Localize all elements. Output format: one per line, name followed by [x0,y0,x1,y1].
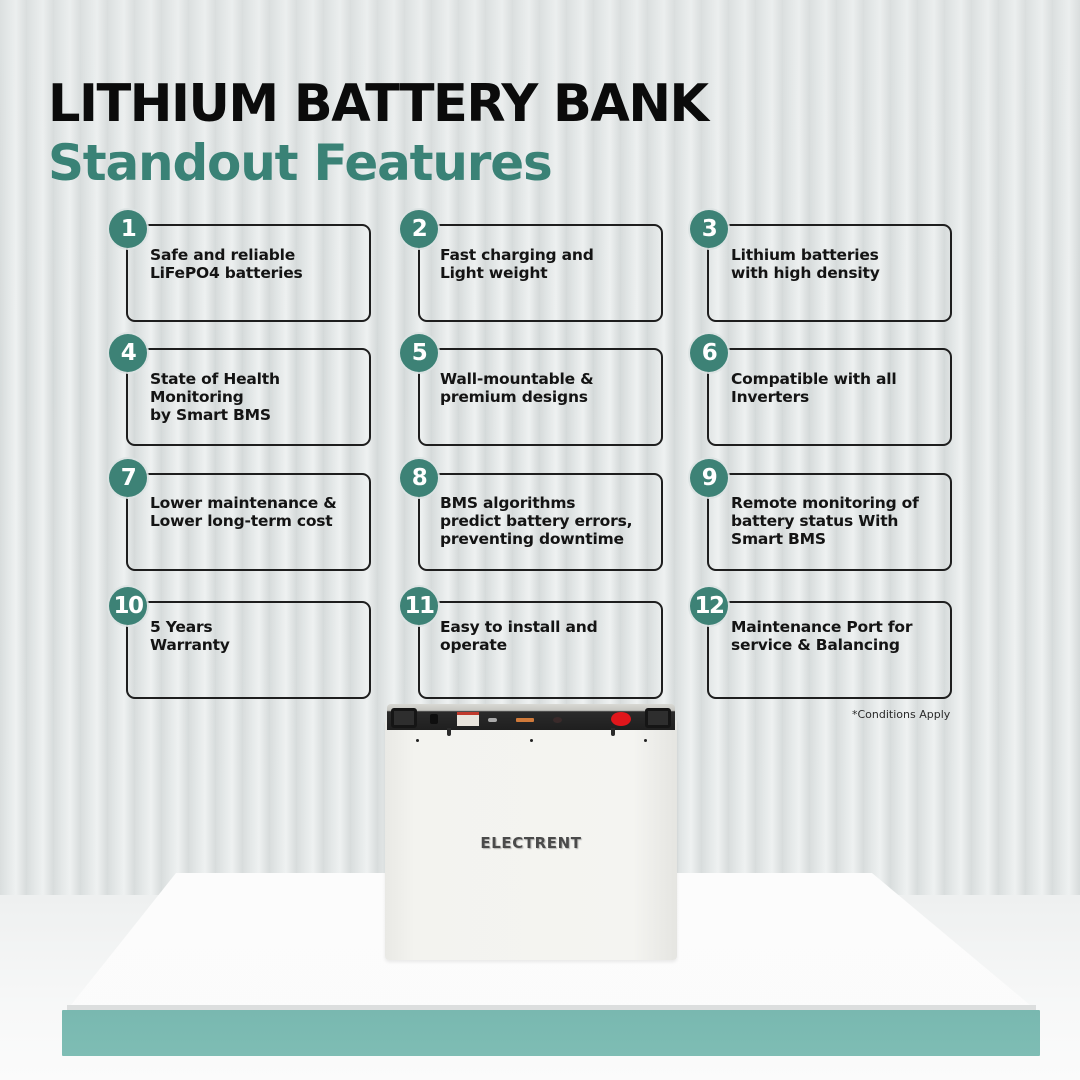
feature-card-4 [126,348,371,446]
feature-line: BMS algorithms [440,494,576,512]
feature-number-badge: 6 [690,334,728,372]
feature-text: BMS algorithms predict battery errors, p… [440,494,632,548]
feature-line: Maintenance Port for [731,618,913,636]
feature-number-badge: 10 [109,587,147,625]
led-indicator-icon [488,718,497,722]
feature-line: predict battery errors, [440,512,633,530]
screw-dot [416,739,419,742]
feature-card-3 [707,224,952,322]
feature-card-11 [418,601,663,699]
connector-port-icon [457,712,479,726]
feature-text: State of Health Monitoring by Smart BMS [150,370,280,424]
feature-line: operate [440,636,507,654]
feature-number-badge: 3 [690,210,728,248]
feature-text: Wall-mountable & premium designs [440,370,594,406]
feature-card-2 [418,224,663,322]
feature-line: Monitoring [150,388,244,406]
feature-card-1 [126,224,371,322]
platform-front-teal [62,1010,1040,1056]
feature-number-badge: 2 [400,210,438,248]
feature-card-12 [707,601,952,699]
feature-line: Wall-mountable & [440,370,594,388]
screw-dot [530,739,533,742]
feature-line: Smart BMS [731,530,826,548]
feature-line: premium designs [440,388,588,406]
battery-product-image: ELECTRENT [385,702,677,960]
feature-number-badge: 8 [400,459,438,497]
mount-tab [611,728,615,736]
feature-card-6 [707,348,952,446]
page-title: LITHIUM BATTERY BANK [48,74,709,134]
feature-text: Lithium batteries with high density [731,246,880,282]
feature-number-badge: 5 [400,334,438,372]
feature-text: Fast charging and Light weight [440,246,594,282]
feature-line: Safe and reliable [150,246,296,264]
feature-text: Maintenance Port for service & Balancing [731,618,912,654]
page-subtitle: Standout Features [48,134,553,192]
feature-text: Safe and reliable LiFePO4 batteries [150,246,303,282]
rs485-port-icon [516,718,534,722]
feature-line: Compatible with all [731,370,897,388]
feature-line: LiFePO4 batteries [150,264,303,282]
feature-number-badge: 12 [690,587,728,625]
feature-number-badge: 7 [109,459,147,497]
battery-handle-right [645,708,671,728]
battery-handle-left [391,708,417,728]
feature-line: with high density [731,264,880,282]
screw-dot [644,739,647,742]
feature-text: Remote monitoring of battery status With… [731,494,919,548]
feature-number-badge: 1 [109,210,147,248]
feature-line: State of Health [150,370,280,388]
feature-line: Remote monitoring of [731,494,919,512]
feature-line: Lower maintenance & [150,494,337,512]
feature-line: Easy to install and [440,618,598,636]
feature-card-7 [126,473,371,571]
feature-line: Lower long-term cost [150,512,333,530]
feature-line: Lithium batteries [731,246,879,264]
reset-button-icon [553,717,562,723]
feature-text: Lower maintenance & Lower long-term cost [150,494,337,530]
power-button-icon [611,712,631,726]
feature-number-badge: 4 [109,334,147,372]
feature-line: Light weight [440,264,548,282]
feature-card-10 [126,601,371,699]
feature-line: Fast charging and [440,246,594,264]
conditions-footnote: *Conditions Apply [852,708,951,721]
feature-card-9 [707,473,952,571]
feature-line: 5 Years [150,618,213,636]
feature-text: Easy to install and operate [440,618,598,654]
switch-icon [430,714,438,724]
feature-line: Warranty [150,636,230,654]
feature-line: preventing downtime [440,530,624,548]
feature-number-badge: 9 [690,459,728,497]
platform-edge [67,1005,1036,1011]
mount-tab [447,728,451,736]
feature-card-5 [418,348,663,446]
feature-line: Inverters [731,388,810,406]
feature-line: battery status With [731,512,899,530]
feature-card-8 [418,473,663,571]
battery-body [385,720,677,960]
feature-number-badge: 11 [400,587,438,625]
feature-text: 5 Years Warranty [150,618,230,654]
brand-logo: ELECTRENT [480,834,582,852]
feature-line: service & Balancing [731,636,900,654]
feature-text: Compatible with all Inverters [731,370,897,406]
feature-line: by Smart BMS [150,406,271,424]
